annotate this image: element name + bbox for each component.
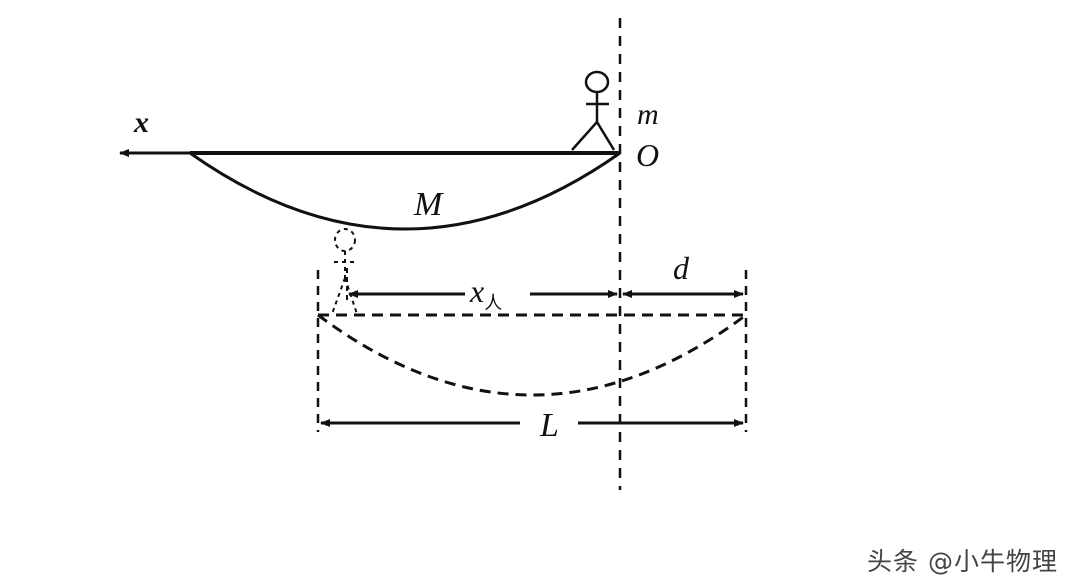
person-icon <box>571 70 616 151</box>
watermark: 头条 @小牛物理 <box>867 547 1058 576</box>
boat-mass-label: M <box>413 186 444 223</box>
boat-displacement-label: d <box>673 250 690 286</box>
person-displacement-label: x人 <box>469 273 502 314</box>
boat-hull <box>189 151 621 231</box>
boat-length-label: L <box>539 407 559 444</box>
person-displacement-subscript: 人 <box>484 293 502 314</box>
x-axis-label: x <box>133 106 149 139</box>
person-displacement-symbol: x <box>469 273 484 309</box>
person-mass-label: m <box>637 98 659 131</box>
origin-label: O <box>636 137 659 173</box>
moved-person-icon <box>331 228 358 315</box>
moved-boat-hull <box>317 313 747 397</box>
